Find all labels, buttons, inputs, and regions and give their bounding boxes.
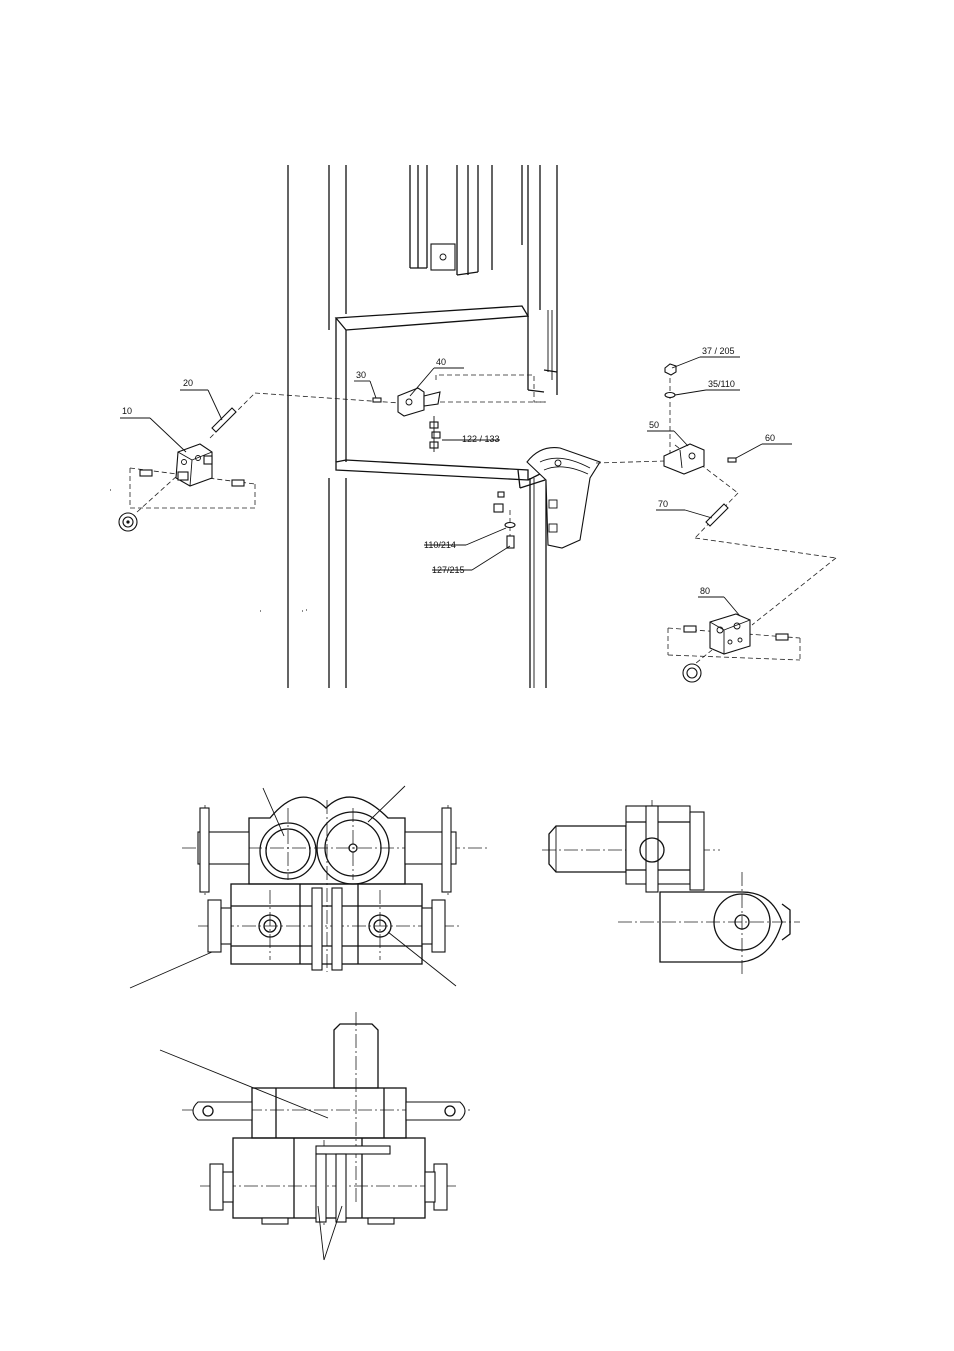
- label-70: 70: [658, 499, 668, 509]
- label-40: 40: [436, 357, 446, 367]
- label-20: 20: [183, 378, 193, 388]
- label-30: 30: [356, 370, 366, 380]
- front-view: [129, 785, 488, 989]
- part-20-pin: [211, 407, 237, 433]
- column-frame: [287, 165, 547, 688]
- label-110-214: 110/214: [424, 540, 456, 550]
- label-122-133: 122 / 133: [462, 434, 500, 444]
- label-60: 60: [765, 433, 775, 443]
- part-127-215-screw: [506, 535, 515, 549]
- part-30-pin: [372, 397, 382, 403]
- part-35-110-washer: [664, 391, 676, 399]
- part-37-205-nut: [664, 363, 677, 376]
- side-view: [542, 800, 800, 975]
- part-10-block: [118, 443, 245, 532]
- upper-guide-rail: [409, 165, 558, 395]
- stray-marks: [110, 489, 307, 612]
- label-10: 10: [122, 406, 132, 416]
- leader-lines: [120, 356, 792, 617]
- part-labels: 20 10 30 40 122 / 133 110/214 127/215 37…: [122, 346, 775, 596]
- label-127-215: 127/215: [432, 565, 465, 575]
- label-50: 50: [649, 420, 659, 430]
- top-view: [159, 1012, 470, 1261]
- part-70-pin: [705, 503, 729, 527]
- label-37-205: 37 / 205: [702, 346, 735, 356]
- roller-bracket: [526, 447, 601, 549]
- part-122-133-screws: [429, 416, 441, 452]
- carriage-frame: [334, 305, 546, 489]
- part-60-pin: [727, 457, 737, 463]
- part-50-bracket: [663, 443, 705, 475]
- part-80-block: [682, 613, 789, 683]
- part-110-214-washer: [493, 491, 516, 529]
- label-80: 80: [700, 586, 710, 596]
- part-40-bracket: [397, 387, 441, 417]
- label-35-110: 35/110: [708, 379, 735, 389]
